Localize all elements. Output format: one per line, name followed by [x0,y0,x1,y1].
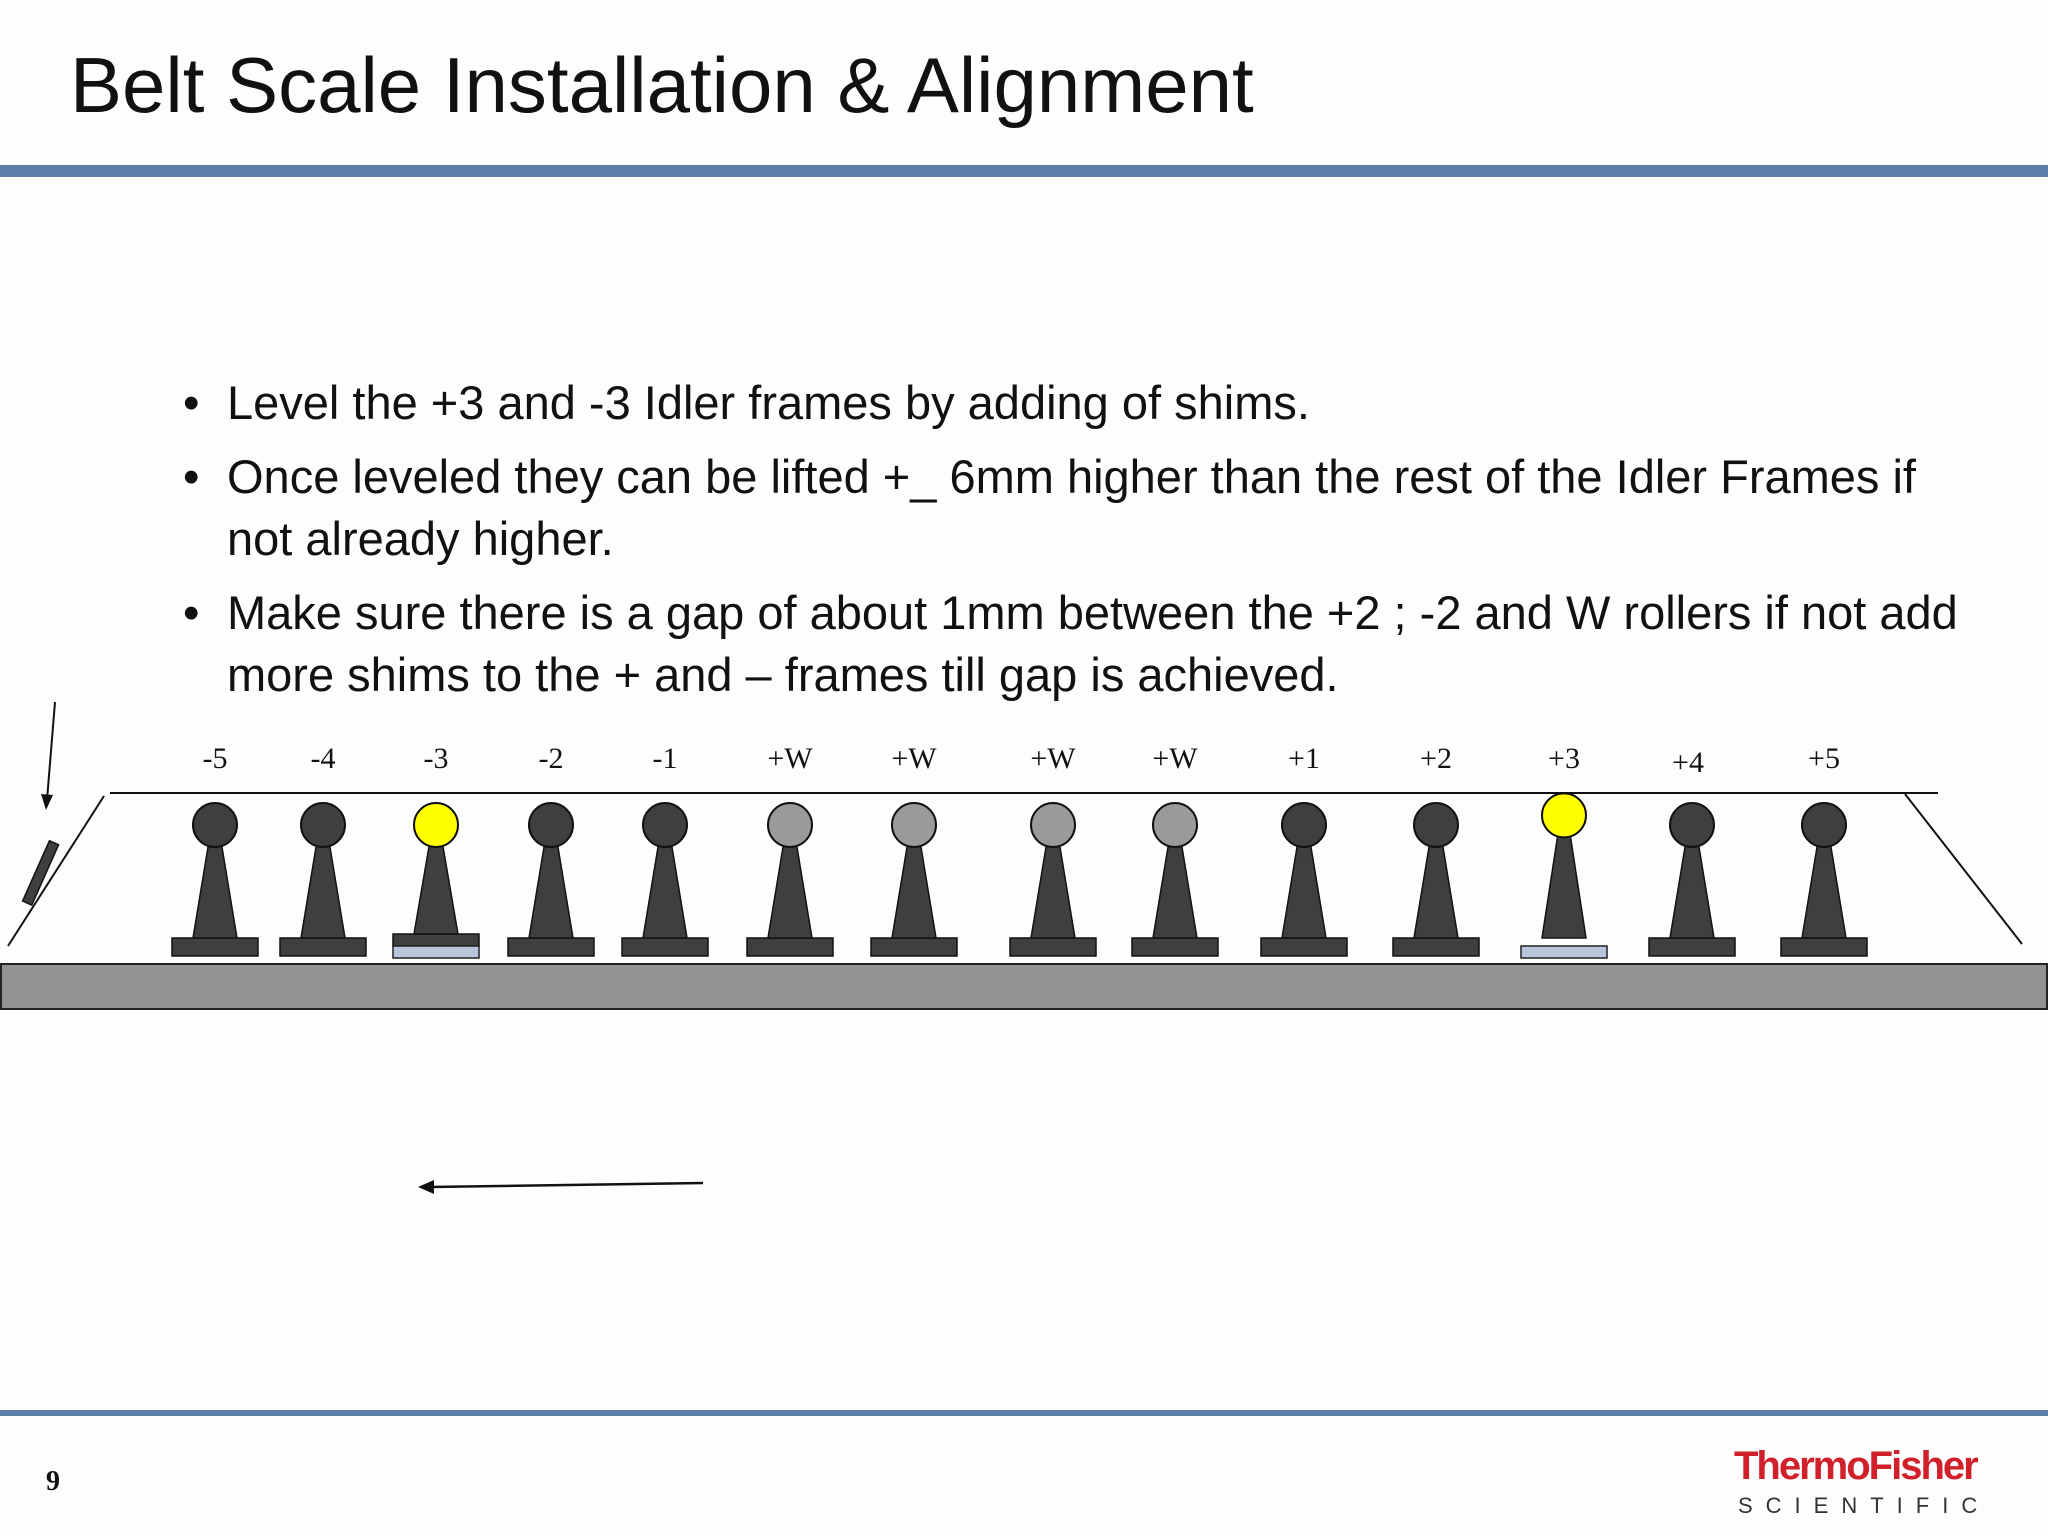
idler-label: +W [891,742,937,775]
idler-label: +3 [1548,742,1580,775]
idler-frame: +W [1131,742,1219,957]
idler-roller [1669,802,1715,848]
scale-idler-roller [1541,792,1587,839]
conveyor-base-plate [0,963,2048,1010]
idler-frame: +4 [1648,746,1736,957]
right-belt-slope [1904,793,2023,945]
direction-arrow-line [429,1181,704,1189]
idler-frame: +5 [1780,742,1868,957]
idler-stand [1413,834,1459,939]
bullet-item: Once leveled they can be lifted +_ 6mm h… [175,446,1975,570]
idler-roller [767,802,813,848]
left-belt-slope [7,795,105,947]
idler-foot [746,937,834,957]
idler-label: +4 [1672,746,1704,779]
idler-foot [1780,937,1868,957]
idler-foot [1392,937,1480,957]
direction-arrow-head [418,1180,434,1194]
idler-foot [392,933,480,947]
idler-roller [1413,802,1459,848]
idler-label: -4 [311,742,336,775]
idler-label: -2 [539,742,564,775]
idler-label: -1 [653,742,678,775]
idler-foot [1260,937,1348,957]
idler-stand [1541,826,1587,939]
bullet-list: Level the +3 and -3 Idler frames by addi… [175,372,1975,718]
idler-label: +2 [1420,742,1452,775]
idler-frame: +3 [1520,742,1608,959]
idler-frames: -5 -4 -3 -2 -1 +W +W +W +W +1 +2 +3 +4 +5 [171,742,1868,959]
scale-idler-roller [413,802,459,848]
idler-foot [279,937,367,957]
header-divider [0,165,2048,177]
idler-foot [171,937,259,957]
pointer-arrow-line [46,701,56,801]
idler-roller [642,802,688,848]
idler-frame: +1 [1260,742,1348,957]
thermo-fisher-logo: ThermoFisher SCIENTIFIC [1734,1444,1990,1518]
idler-frame: -4 [279,742,367,957]
logo-wordmark: ThermoFisher [1734,1444,1978,1488]
scraper-blade [21,839,60,907]
shim-plate [392,945,480,959]
idler-roller [1152,802,1198,848]
idler-frame: -2 [507,742,595,957]
idler-stand [1281,834,1327,939]
idler-stand [192,834,238,939]
logo-tagline: SCIENTIFIC [1738,1493,1990,1518]
idler-stand [642,834,688,939]
idler-label: +W [1030,742,1076,775]
footer-divider [0,1410,2048,1416]
idler-frame: -3 [392,742,480,959]
idler-frame: +2 [1392,742,1480,957]
idler-foot [621,937,709,957]
diagram-base [0,701,2048,1194]
idler-stand [1030,834,1076,939]
page-number: 9 [46,1466,60,1497]
idler-foot [1009,937,1097,957]
idler-roller [1281,802,1327,848]
idler-foot [1648,937,1736,957]
idler-stand [1801,834,1847,939]
idler-roller [1030,802,1076,848]
idler-frame: +W [746,742,834,957]
idler-roller [192,802,238,848]
idler-roller [891,802,937,848]
bullet-item: Make sure there is a gap of about 1mm be… [175,582,1975,706]
idler-stand [1152,834,1198,939]
idler-stand [528,834,574,939]
idler-label: +W [767,742,813,775]
idler-foot [870,937,958,957]
idler-roller [1801,802,1847,848]
idler-foot [507,937,595,957]
idler-stand [413,834,459,935]
idler-label: +5 [1808,742,1840,775]
bullet-item: Level the +3 and -3 Idler frames by addi… [175,372,1975,434]
pointer-arrow-head [41,794,53,810]
idler-label: +1 [1288,742,1320,775]
idler-frame: -1 [621,742,709,957]
idler-roller [528,802,574,848]
idler-stand [300,834,346,939]
idler-foot [1131,937,1219,957]
idler-frame: +W [870,742,958,957]
idler-roller [300,802,346,848]
idler-label: -3 [424,742,449,775]
idler-stand [1669,834,1715,939]
idler-frame: +W [1009,742,1097,957]
idler-frame: -5 [171,742,259,957]
idler-label: +W [1152,742,1198,775]
idler-stand [767,834,813,939]
shim-plate [1520,945,1608,959]
idler-label: -5 [203,742,228,775]
slide-title: Belt Scale Installation & Alignment [70,41,1254,129]
idler-stand [891,834,937,939]
idler-alignment-diagram: -5 -4 -3 -2 -1 +W +W +W +W +1 +2 +3 +4 +5 [0,701,2048,1194]
